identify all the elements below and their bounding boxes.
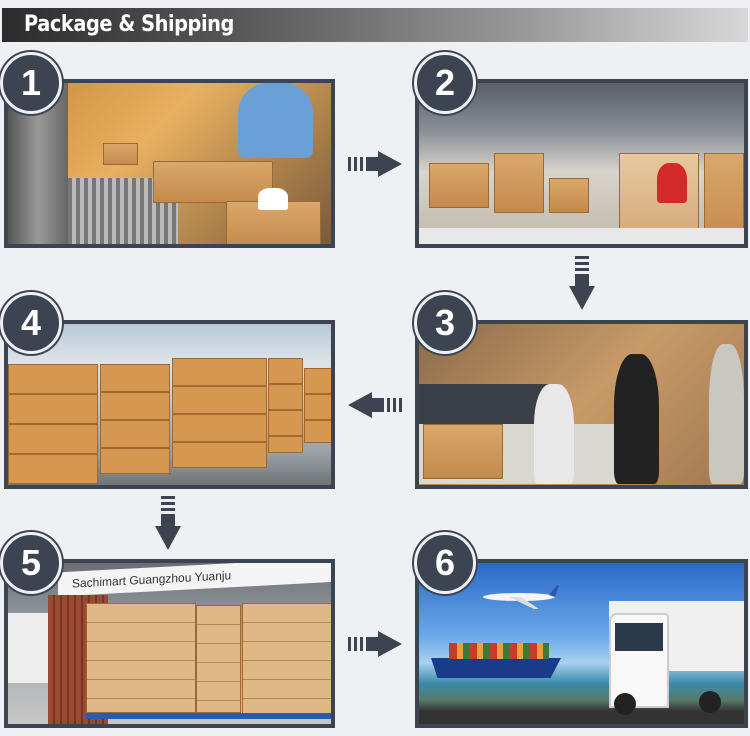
step-5-badge: 5 (0, 532, 62, 594)
section-header: Package & Shipping (2, 8, 748, 42)
arrow-down-icon (155, 496, 181, 550)
packing-line-photo (8, 83, 331, 244)
airplane-icon (483, 585, 559, 609)
step-4-badge: 4 (0, 292, 62, 354)
office-processing-photo (419, 324, 744, 485)
header-title: Package & Shipping (24, 12, 234, 37)
step-5-panel: Sachimart Guangzhou Yuanju (4, 559, 335, 728)
arrow-down-icon (569, 256, 595, 310)
arrow-right-icon (348, 151, 402, 177)
container-loading-photo: Sachimart Guangzhou Yuanju (8, 563, 331, 724)
step-6-badge: 6 (414, 532, 476, 594)
transport-photo (419, 563, 744, 724)
boxed-stock-photo (8, 324, 331, 485)
step-2-panel (415, 79, 748, 248)
arrow-left-icon (348, 392, 402, 418)
arrow-right-icon (348, 631, 402, 657)
step-6-panel (415, 559, 748, 728)
step-3-badge: 3 (414, 292, 476, 354)
warehouse-sign: Sachimart Guangzhou Yuanju (58, 563, 331, 597)
step-1-badge: 1 (0, 52, 62, 114)
warehouse-photo (419, 83, 744, 244)
step-2-badge: 2 (414, 52, 476, 114)
step-4-panel (4, 320, 335, 489)
step-3-panel (415, 320, 748, 489)
step-1-panel (4, 79, 335, 248)
